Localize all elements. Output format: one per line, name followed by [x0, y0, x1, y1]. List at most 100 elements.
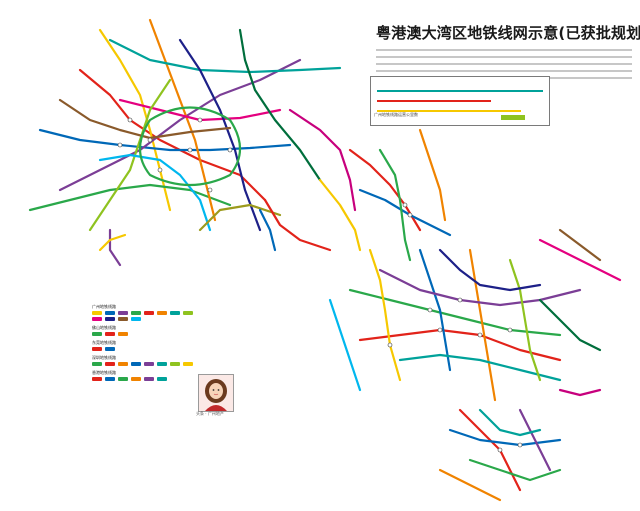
metro-line	[418, 128, 447, 222]
legend-diagram	[377, 90, 543, 120]
line-color-chip	[131, 377, 141, 381]
line-color-chip	[118, 311, 128, 315]
metro-line	[258, 208, 277, 252]
avatar-caption: 头条 · 广州地产	[196, 411, 224, 416]
metro-line	[98, 28, 172, 212]
metro-line	[58, 98, 232, 140]
line-color-chip	[92, 377, 102, 381]
metro-line	[448, 428, 562, 447]
system-group: 东莞地铁线路	[92, 340, 202, 351]
metro-line	[468, 458, 562, 482]
metro-line	[348, 288, 562, 337]
line-color-chip	[105, 317, 115, 321]
metro-line	[358, 188, 452, 237]
interchange-station	[427, 307, 433, 313]
metro-line	[38, 128, 292, 152]
chip-row	[92, 362, 202, 366]
metro-line	[328, 298, 362, 392]
interchange-station	[147, 137, 153, 143]
metro-line	[418, 248, 452, 372]
description-line	[376, 56, 632, 58]
metro-line	[508, 258, 542, 382]
interchange-station	[157, 167, 163, 173]
legend-caption: 广州地铁线路运营公里数	[374, 112, 418, 117]
interchange-station	[127, 117, 133, 123]
system-title: 深圳地铁线路	[92, 355, 116, 360]
line-color-chip	[92, 317, 102, 321]
system-title: 佛山地铁线路	[92, 325, 116, 330]
line-color-chip	[144, 362, 154, 366]
description-line	[376, 70, 632, 72]
metro-line	[28, 183, 232, 212]
interchange-station	[387, 342, 393, 348]
line-color-chip	[92, 347, 102, 351]
interchange-station	[197, 117, 203, 123]
system-group: 佛山地铁线路	[92, 325, 202, 336]
metro-line	[538, 238, 622, 282]
interchange-station	[207, 187, 213, 193]
line-color-chip	[105, 311, 115, 315]
line-color-chip	[144, 377, 154, 381]
metro-line	[263, 198, 332, 252]
line-color-chip	[105, 347, 115, 351]
interchange-station	[227, 147, 233, 153]
metro-line	[438, 248, 542, 292]
metro-line	[108, 228, 122, 267]
metro-line	[358, 328, 562, 362]
metro-line	[148, 18, 217, 222]
description-line	[376, 63, 632, 65]
description-line	[376, 49, 632, 51]
interchange-station	[187, 147, 193, 153]
metro-line	[138, 106, 242, 187]
metro-line	[558, 388, 602, 397]
line-color-chip	[105, 332, 115, 336]
line-color-chip	[92, 362, 102, 366]
interchange-station	[517, 442, 523, 448]
metro-line	[378, 148, 412, 262]
line-color-chip	[157, 362, 167, 366]
system-title: 香港地铁线路	[92, 370, 116, 375]
metro-line	[458, 408, 522, 492]
interchange-station	[477, 332, 483, 338]
interchange-station	[117, 142, 123, 148]
metro-line	[98, 233, 127, 252]
legend-swatch	[501, 115, 525, 120]
metro-line	[378, 268, 582, 307]
system-group: 深圳地铁线路	[92, 355, 202, 366]
avatar-illustration	[205, 379, 227, 411]
metro-line	[108, 38, 342, 74]
line-color-chip	[183, 311, 193, 315]
metro-line	[468, 248, 497, 402]
metro-line	[558, 228, 602, 262]
interchange-station	[507, 327, 513, 333]
line-color-chip	[118, 362, 128, 366]
interchange-station	[407, 212, 413, 218]
line-color-chip	[105, 362, 115, 366]
line-color-chip	[92, 332, 102, 336]
metro-line	[368, 248, 402, 382]
line-color-chip	[157, 377, 167, 381]
line-color-chip	[170, 311, 180, 315]
metro-line	[478, 408, 542, 437]
metro-line	[318, 178, 362, 252]
metro-line	[58, 58, 302, 192]
interchange-station	[457, 297, 463, 303]
system-legend: 广州地铁线路 佛山地铁线路 东莞地铁线路 深圳地铁线路 香港地铁线路	[92, 300, 202, 381]
metro-line	[398, 353, 562, 382]
line-color-chip	[131, 317, 141, 321]
line-color-chip	[118, 317, 128, 321]
map-title: 粤港澳大湾区地铁线网示意(已获批规划)	[376, 24, 640, 42]
interchange-station	[497, 447, 503, 453]
line-color-chip	[92, 311, 102, 315]
line-color-chip	[118, 377, 128, 381]
interchange-station	[437, 327, 443, 333]
metro-line	[538, 298, 602, 352]
metro-line	[198, 203, 282, 232]
metro-line	[78, 68, 267, 202]
line-color-chip	[131, 311, 141, 315]
chip-row	[92, 311, 202, 321]
line-color-chip	[170, 362, 180, 366]
line-color-chip	[144, 311, 154, 315]
system-title: 广州地铁线路	[92, 304, 116, 309]
